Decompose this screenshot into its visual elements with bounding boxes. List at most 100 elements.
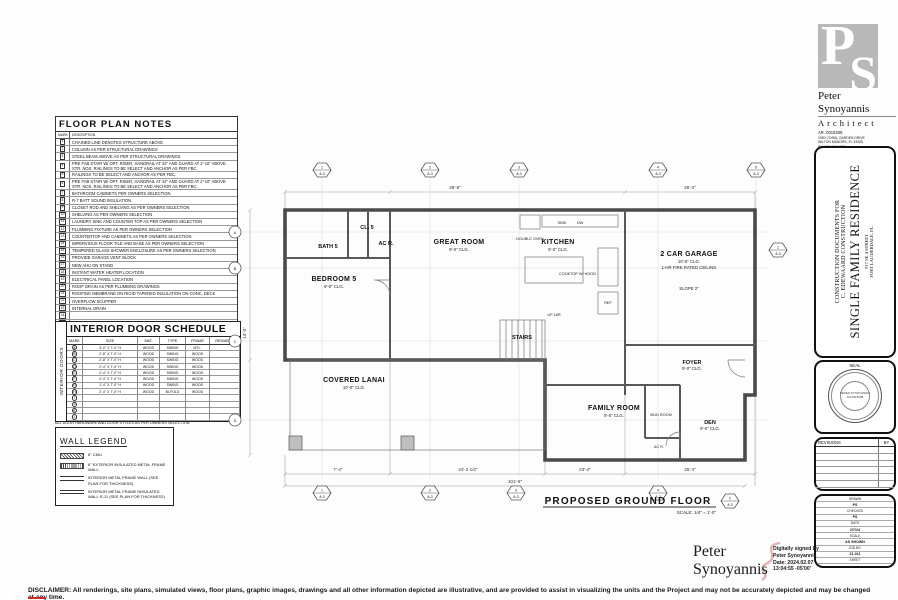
grid-bubble: 1A-3: [312, 162, 332, 178]
door-frame: MTL.: [186, 345, 210, 352]
project-address-2: FORT LAUDERDALE, FL.: [869, 225, 874, 278]
grid-bubble: 2A-3: [420, 485, 440, 501]
door-remarks: [210, 376, 240, 383]
note-row: 13 COUNTERTOP AND CABINETS AS PER OWNERS…: [56, 233, 237, 241]
project-title-box: CONSTRUCTION DOCUMENTS FOR C. EDEWAARD C…: [814, 146, 896, 358]
note-mark: 14: [58, 240, 67, 247]
svg-text:A-3: A-3: [655, 495, 661, 499]
revisions-header: REVISIONS: [818, 440, 841, 445]
note-text: BATHROOM CABINETS PER OWNERS SELECTION: [72, 190, 171, 196]
note-row: 18 INSTANT WATER HEATER LOCATION: [56, 269, 237, 277]
door-type: [160, 407, 186, 415]
note-text: SHELVING AS PER OWNERS SELECTION: [72, 212, 153, 218]
door-remarks: [210, 351, 240, 358]
note-row: 7 BATHROOM CABINETS PER OWNERS SELECTION: [56, 190, 237, 198]
note-row: 17 NEW AHU ON STAND: [56, 262, 237, 270]
door-type: SWING: [160, 357, 186, 364]
note-row: 5 RAILINGS TO BE SELECT AND ANCHOR AS PE…: [56, 171, 237, 179]
room-label-family-room: FAMILY ROOM: [588, 405, 640, 412]
seal-number: AR 0015208: [846, 395, 864, 399]
door-material: WOOD: [138, 345, 160, 352]
field-value: PS: [816, 515, 894, 521]
note-mark: 17: [58, 262, 67, 269]
revisions-box: REVISIONS BY: [814, 437, 896, 491]
annotation-cooktop: COOKTOP W/ HOOD: [559, 272, 596, 276]
wall-legend: WALL LEGEND 8" CMU 6" EXTERIOR INSULATED…: [55, 427, 174, 507]
note-text: ELECTRICAL PANEL LOCATION: [72, 276, 133, 282]
dim-text: 14'-0": [242, 327, 247, 339]
grid-bubble: D: [228, 413, 242, 427]
door-schedule-row: D 2'-4" X 7'-0" H WOOD SWING WOOD: [67, 363, 240, 371]
note-mark: 19: [58, 276, 67, 283]
digital-signature-details: Digitally signed by Peter Synoyannis Dat…: [773, 546, 819, 573]
svg-text:1: 1: [777, 246, 779, 250]
note-mark: 4: [59, 162, 66, 169]
svg-text:A-3: A-3: [427, 172, 433, 176]
project-name: SINGLE FAMILY RESIDENCE: [848, 164, 862, 339]
note-text: TEMPERED GLASS SHOWER ENCLOSURE AS PER O…: [72, 248, 216, 254]
grid-bubble: C: [228, 334, 242, 348]
room-clg-den: 9'-0" CLG.: [700, 426, 720, 431]
room-label-ac-room: AC R.: [379, 241, 394, 247]
door-remarks: [210, 407, 240, 415]
note-text: CLOSET ROD AND SHELVING AS PER OWNERS SE…: [72, 205, 190, 211]
door-size: [83, 414, 138, 421]
svg-text:A-3: A-3: [727, 503, 733, 507]
door-remarks: [210, 382, 240, 390]
sheet-info-fields: DRAWN PS CHECKED PS DATE 2/7/24 SCALE AS…: [816, 496, 894, 558]
note-mark: 13: [58, 233, 67, 240]
door-material: [138, 407, 160, 415]
door-type: SWING: [160, 351, 186, 358]
revision-row: [816, 453, 894, 461]
door-swings: [373, 279, 746, 447]
field-value: AS SHOWN: [816, 539, 894, 546]
svg-text:2: 2: [429, 489, 431, 493]
door-frame: [186, 395, 210, 402]
note-row: 20 ROOF DRAIN AS PER PLUMBING DRAWINGS: [56, 283, 237, 291]
door-schedule-row: G 1'-4" X 7'-0" H WOOD SWING WOOD: [67, 382, 240, 390]
floor-plan-notes-title: FLOOR PLAN NOTES: [56, 117, 237, 132]
door-size: 2'-4" X 7'-0" H: [83, 376, 138, 383]
svg-text:2: 2: [429, 166, 431, 170]
stairs-outline: [499, 319, 546, 361]
room-clg-family-room: 9'-0" CLG.: [604, 413, 624, 418]
door-frame: WOOD: [186, 382, 210, 390]
drawing-title-bubble: 2A-3: [720, 493, 740, 509]
signature-name: Peter Synoyannis: [693, 543, 768, 578]
note-mark: 9: [59, 204, 66, 211]
door-schedule-title: INTERIOR DOOR SCHEDULE: [67, 322, 240, 337]
note-row: 16 PROVIDE GARAGE VENT BLOCK: [56, 254, 237, 263]
drawing-scale: SCALE: 1/4" = 1'-0": [677, 510, 717, 515]
grid-bubble: 1A-3: [768, 242, 788, 258]
room-label-kitchen: KITCHEN: [541, 239, 574, 246]
field-label: DRAWN: [816, 496, 894, 503]
svg-text:B: B: [234, 267, 237, 271]
revision-row: [816, 474, 894, 481]
note-text: PRE FAB STAIR W/ OPT. RISER, HANDRAIL AT…: [72, 160, 226, 171]
door-size: [83, 401, 138, 408]
room-label-closet-5: CL. 5: [360, 225, 373, 231]
note-row: 6 PRE FAB STAIR W/ OPT. RISER, HANDRAIL …: [56, 178, 237, 191]
room-label-great-room: GREAT ROOM: [434, 239, 485, 246]
note-text: OVERFLOW SCUPPER: [72, 298, 117, 304]
cmu-hatch-swatch: [60, 453, 84, 459]
door-schedule-row: B 2'-8" X 7'-0" H WOOD SWING WOOD: [67, 351, 240, 358]
door-frame: WOOD: [186, 370, 210, 377]
refrigerator: [597, 291, 619, 315]
cooktop: [597, 247, 619, 287]
floor-plan-drawing: 38'-8" 36'-2" 7'-4" 24'-2 1/2" 23'-4" 35…: [228, 162, 788, 515]
architect-logo: P S: [818, 24, 878, 88]
note-mark: 20: [58, 283, 67, 290]
door-mark: F: [71, 376, 78, 382]
grid-lines: [242, 178, 768, 478]
door-remarks: [210, 389, 240, 396]
door-material: [138, 395, 160, 402]
interior-walls: [285, 210, 755, 460]
door-material: [138, 414, 160, 421]
grid-bubble: 1A-3: [312, 485, 332, 501]
interior-door-schedule: INTERIOR DOORS INTERIOR DOOR SCHEDULE MA…: [55, 321, 241, 422]
wall-legend-item: INTERIOR METAL FRAME INSULATED WALL R-11…: [60, 489, 169, 499]
svg-text:1: 1: [321, 489, 323, 493]
grid-bubble: 4A-3: [648, 162, 668, 178]
svg-text:4: 4: [657, 166, 659, 170]
